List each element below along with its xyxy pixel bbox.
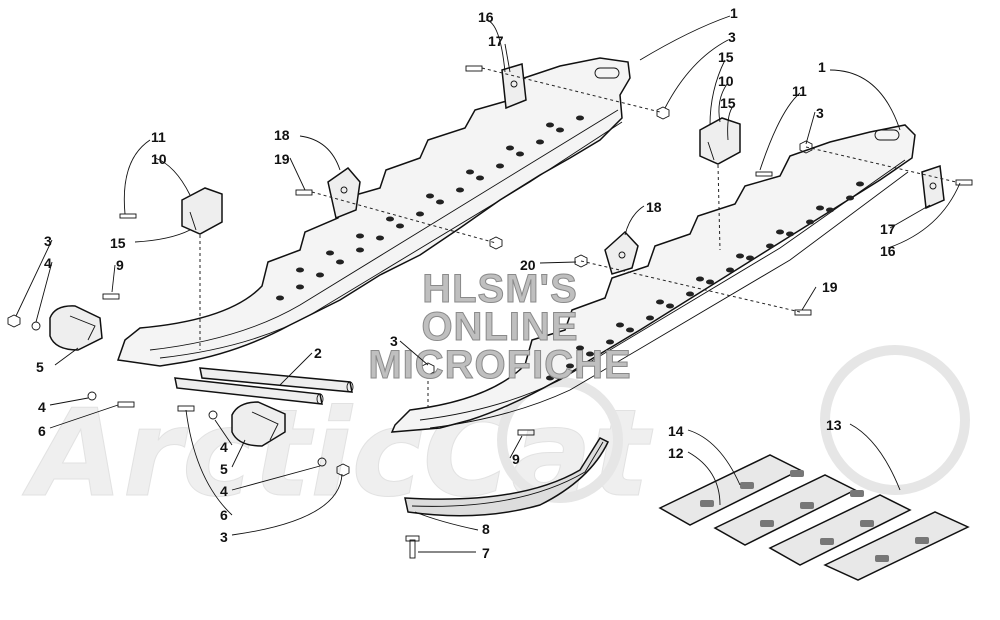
leader-lines (15, 15, 961, 553)
fasteners (7, 65, 973, 477)
right-slide-rail (390, 124, 916, 433)
callout-16-right: 16 (880, 243, 896, 259)
bracket-left (181, 187, 223, 235)
watermark-line-3: MICROFICHE (368, 343, 631, 387)
callout-1-top: 1 (730, 5, 738, 21)
callout-11-left: 11 (151, 129, 166, 145)
watermark-wheel-right (820, 345, 970, 495)
callout-20: 20 (520, 257, 536, 273)
cross-rods (174, 367, 354, 405)
callout-3-right: 3 (816, 105, 824, 121)
callout-18-left: 18 (274, 127, 290, 143)
wear-strip (404, 437, 609, 517)
callout-15-left: 15 (110, 235, 126, 251)
callout-6-left: 6 (38, 423, 46, 439)
callout-5-left: 5 (36, 359, 44, 375)
callout-11-right: 11 (792, 83, 807, 99)
watermark-logo: ArcticCat (22, 385, 654, 524)
callout-1-right: 1 (818, 59, 826, 75)
assembly-lines (199, 67, 957, 410)
callout-4-left: 4 (44, 255, 52, 271)
left-slide-rail (116, 57, 631, 367)
plate-17-right (921, 164, 945, 210)
callout-3-top: 3 (728, 29, 736, 45)
callout-9-center: 9 (512, 451, 520, 467)
callout-4-center-a: 4 (220, 439, 228, 455)
callouts: 16 17 1 3 15 10 15 1 11 3 11 10 18 19 15… (36, 5, 896, 561)
callout-17-top: 17 (488, 33, 504, 49)
callout-15-right: 15 (720, 95, 736, 111)
callout-14: 14 (668, 423, 684, 439)
callout-3-bottom: 3 (220, 529, 228, 545)
callout-18-right: 18 (646, 199, 662, 215)
plate-17-top (501, 63, 527, 110)
callout-17-right: 17 (880, 221, 896, 237)
callout-13: 13 (826, 417, 842, 433)
bumper-center (231, 401, 286, 447)
bracket-right (699, 117, 741, 165)
watermark-line-1: HLSM'S (422, 267, 578, 311)
callout-5-center: 5 (220, 461, 228, 477)
callout-7: 7 (482, 545, 490, 561)
callout-2: 2 (314, 345, 322, 361)
callout-8: 8 (482, 521, 490, 537)
callout-4-lower-left: 4 (38, 399, 46, 415)
callout-19-left: 19 (274, 151, 290, 167)
callout-4-center-b: 4 (220, 483, 228, 499)
callout-3-left: 3 (44, 233, 52, 249)
callout-10-right: 10 (718, 73, 734, 89)
callout-16-top: 16 (478, 9, 494, 25)
bumper-left (49, 305, 103, 351)
plate-18-right (604, 230, 639, 275)
callout-3-center: 3 (390, 333, 398, 349)
plate-18-left (327, 166, 361, 220)
callout-6-center: 6 (220, 507, 228, 523)
callout-10-left: 10 (151, 151, 167, 167)
callout-12: 12 (668, 445, 684, 461)
callout-19-right: 19 (822, 279, 838, 295)
callout-15-top: 15 (718, 49, 734, 65)
screw-7 (405, 535, 420, 559)
watermark-line-2: ONLINE (421, 305, 578, 349)
watermark-wheel-left (497, 377, 623, 503)
callout-9-left: 9 (116, 257, 124, 273)
track-segments (658, 454, 970, 581)
